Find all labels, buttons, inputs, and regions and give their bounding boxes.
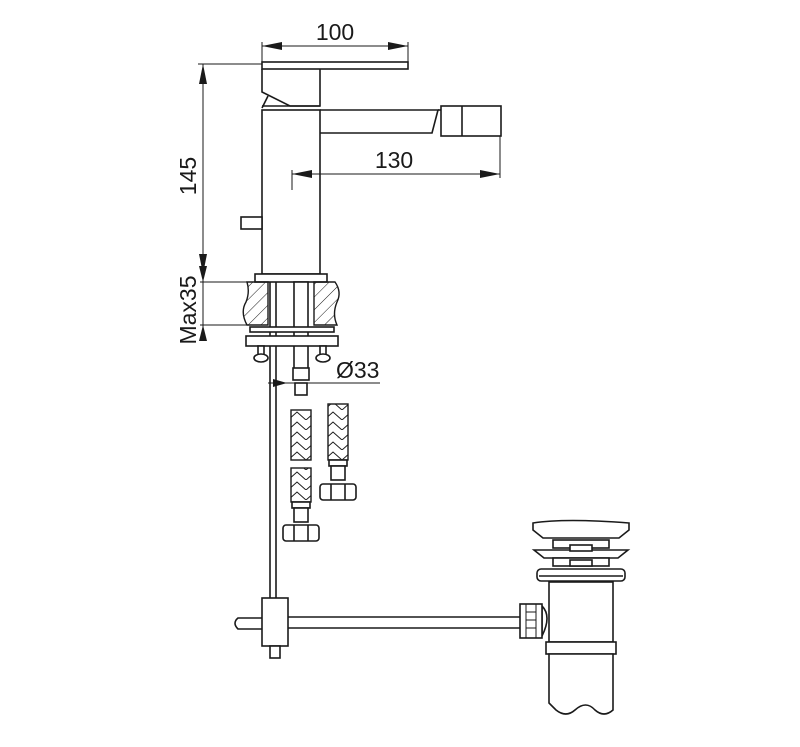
flexible-hose-right (319, 403, 357, 501)
dimension-height: 145 (175, 63, 262, 274)
flexible-hose-left (282, 367, 320, 542)
pop-up-knob (240, 216, 263, 230)
mounting-nut-plate (245, 326, 339, 363)
dimension-top-width: 100 (261, 19, 409, 64)
dim-label-130: 130 (375, 147, 413, 173)
spout-with-aerator (320, 105, 502, 137)
dimension-spout-reach: 130 (291, 136, 501, 190)
dim-label-145: 145 (175, 157, 201, 195)
base-flange (254, 273, 328, 283)
deck-section-hatched (200, 281, 340, 326)
waste-drain-assembly (519, 519, 631, 715)
dimension-deck-thickness: Max35 (175, 266, 207, 345)
dim-label-max35: Max35 (175, 275, 201, 344)
dim-label-100: 100 (316, 19, 354, 45)
dim-label-o33: Ø33 (336, 357, 379, 383)
pop-up-rod-linkage (234, 384, 520, 659)
faucet-body (261, 109, 321, 275)
lever-handle (261, 61, 409, 109)
